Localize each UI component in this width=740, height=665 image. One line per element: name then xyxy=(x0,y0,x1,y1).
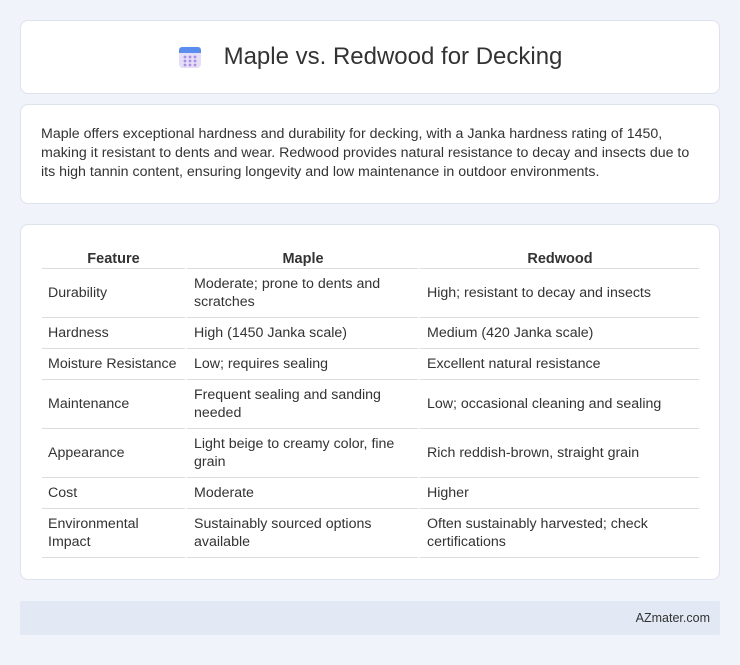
page-title: Maple vs. Redwood for Decking xyxy=(223,43,563,70)
table-row: Hardness High (1450 Janka scale) Medium … xyxy=(42,318,699,349)
header-maple: Maple xyxy=(185,245,418,269)
feature-cell: Moisture Resistance xyxy=(42,349,185,380)
feature-cell: Durability xyxy=(42,269,185,318)
maple-cell: Moderate; prone to dents and scratches xyxy=(185,269,418,318)
table-row: Moisture Resistance Low; requires sealin… xyxy=(42,349,699,380)
maple-cell: Low; requires sealing xyxy=(185,349,418,380)
header-redwood: Redwood xyxy=(418,245,699,269)
feature-cell: Hardness xyxy=(42,318,185,349)
maple-cell: Frequent sealing and sanding needed xyxy=(185,380,418,429)
table-row: Environmental Impact Sustainably sourced… xyxy=(42,509,699,558)
redwood-cell: Low; occasional cleaning and sealing xyxy=(418,380,699,429)
title-wrap: Maple vs. Redwood for Decking xyxy=(21,21,719,93)
comparison-card: Feature Maple Redwood Durability Moderat… xyxy=(20,224,720,580)
maple-cell: Sustainably sourced options available xyxy=(185,509,418,558)
footer-bar: AZmater.com xyxy=(20,601,720,635)
table-header-row: Feature Maple Redwood xyxy=(42,245,699,269)
table-row: Maintenance Frequent sealing and sanding… xyxy=(42,380,699,429)
redwood-cell: Excellent natural resistance xyxy=(418,349,699,380)
redwood-cell: High; resistant to decay and insects xyxy=(418,269,699,318)
intro-paragraph: Maple offers exceptional hardness and du… xyxy=(41,126,690,180)
table-row: Appearance Light beige to creamy color, … xyxy=(42,429,699,478)
calendar-icon xyxy=(178,47,201,68)
feature-cell: Maintenance xyxy=(42,380,185,429)
table-row: Durability Moderate; prone to dents and … xyxy=(42,269,699,318)
footer-brand[interactable]: AZmater.com xyxy=(635,611,710,625)
title-card: Maple vs. Redwood for Decking xyxy=(20,20,720,94)
maple-cell: Light beige to creamy color, fine grain xyxy=(185,429,418,478)
table-row: Cost Moderate Higher xyxy=(42,478,699,509)
intro-card: Maple offers exceptional hardness and du… xyxy=(20,104,720,204)
header-feature: Feature xyxy=(42,245,185,269)
comparison-table: Feature Maple Redwood Durability Moderat… xyxy=(42,245,699,558)
redwood-cell: Medium (420 Janka scale) xyxy=(418,318,699,349)
feature-cell: Appearance xyxy=(42,429,185,478)
feature-cell: Cost xyxy=(42,478,185,509)
redwood-cell: Often sustainably harvested; check certi… xyxy=(418,509,699,558)
feature-cell: Environmental Impact xyxy=(42,509,185,558)
maple-cell: High (1450 Janka scale) xyxy=(185,318,418,349)
redwood-cell: Higher xyxy=(418,478,699,509)
redwood-cell: Rich reddish-brown, straight grain xyxy=(418,429,699,478)
maple-cell: Moderate xyxy=(185,478,418,509)
